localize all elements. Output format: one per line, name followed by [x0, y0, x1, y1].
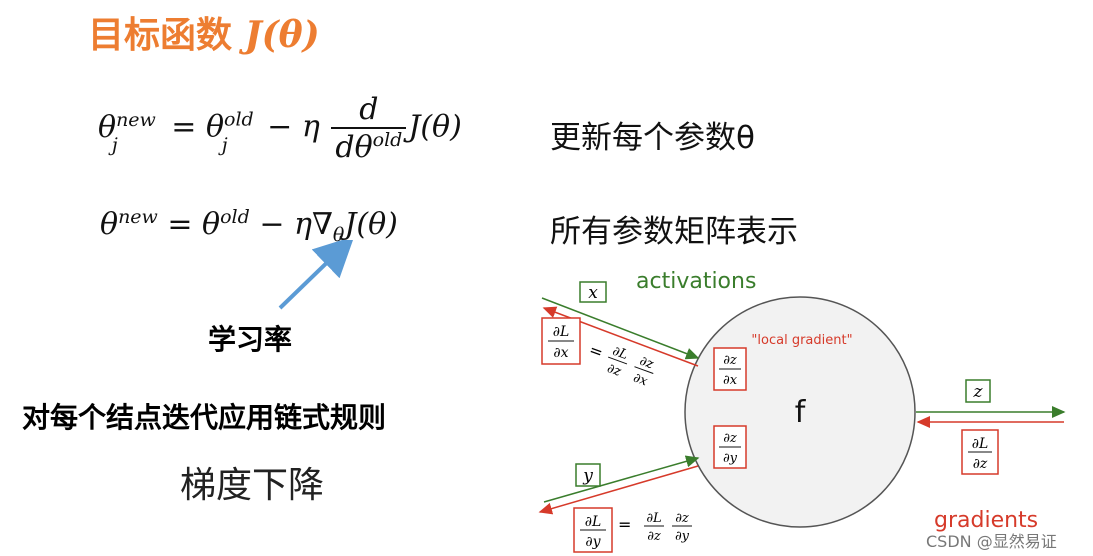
- svg-text:∂z: ∂z: [723, 431, 737, 446]
- equation1-description: 更新每个参数θ: [550, 120, 755, 156]
- svg-text:=: =: [618, 515, 631, 534]
- chain-rule-x: = ∂L ∂z ∂z ∂x: [587, 340, 656, 390]
- node-label: f: [795, 395, 807, 430]
- svg-text:∂L: ∂L: [610, 344, 630, 363]
- x-label: x: [588, 283, 598, 303]
- z-box: [965, 379, 991, 403]
- watermark: CSDN @显然易证: [926, 532, 1057, 551]
- svg-text:∂L: ∂L: [646, 511, 661, 526]
- title-text: 目标函数: [88, 15, 233, 56]
- backprop-node-diagram: f "local gradient" activations gradients…: [538, 269, 1066, 553]
- update-equation-per-parameter: θnewj = θoldj − η d dθold J(θ): [98, 92, 462, 165]
- svg-text:∂z: ∂z: [973, 456, 988, 472]
- svg-text:∂z: ∂z: [647, 529, 661, 544]
- svg-text:∂z: ∂z: [605, 361, 623, 380]
- forward-arrow-x: [541, 297, 700, 360]
- svg-text:∂y: ∂y: [675, 529, 690, 544]
- y-label: y: [582, 466, 593, 486]
- svg-text:=: =: [587, 340, 606, 362]
- svg-text:∂z: ∂z: [723, 353, 737, 368]
- x-box: [579, 281, 607, 303]
- svg-text:∂y: ∂y: [723, 451, 738, 466]
- activations-label: activations: [636, 269, 756, 294]
- svg-text:∂x: ∂x: [723, 373, 738, 388]
- forward-arrow-y: [543, 455, 700, 503]
- svg-text:∂x: ∂x: [631, 370, 650, 389]
- y-box: [575, 463, 601, 487]
- title-formula: J(θ): [244, 14, 320, 56]
- learning-rate-arrow: [278, 240, 355, 310]
- gradient-descent-label: 梯度下降: [180, 465, 325, 506]
- gradients-label: gradients: [934, 508, 1038, 533]
- svg-text:∂z: ∂z: [637, 354, 655, 373]
- equation2-description: 所有参数矩阵表示: [550, 214, 798, 250]
- svg-text:∂L: ∂L: [585, 514, 602, 530]
- backward-arrow-y: [538, 465, 699, 515]
- svg-text:∂L: ∂L: [972, 436, 989, 452]
- update-equation-matrix: θnew = θold − η∇θJ(θ): [100, 206, 398, 246]
- svg-text:∂L: ∂L: [553, 324, 570, 340]
- learning-rate-label: 学习率: [208, 323, 293, 356]
- svg-text:∂z: ∂z: [675, 511, 689, 526]
- svg-text:∂x: ∂x: [553, 345, 568, 361]
- chain-rule-label: 对每个结点迭代应用链式规则: [22, 401, 387, 434]
- page-title: 目标函数 J(θ): [88, 6, 320, 58]
- svg-text:∂y: ∂y: [585, 534, 601, 550]
- chain-rule-y: = ∂L ∂z ∂z ∂y: [618, 511, 692, 544]
- local-gradient-label: "local gradient": [751, 333, 852, 348]
- z-label: z: [973, 382, 984, 402]
